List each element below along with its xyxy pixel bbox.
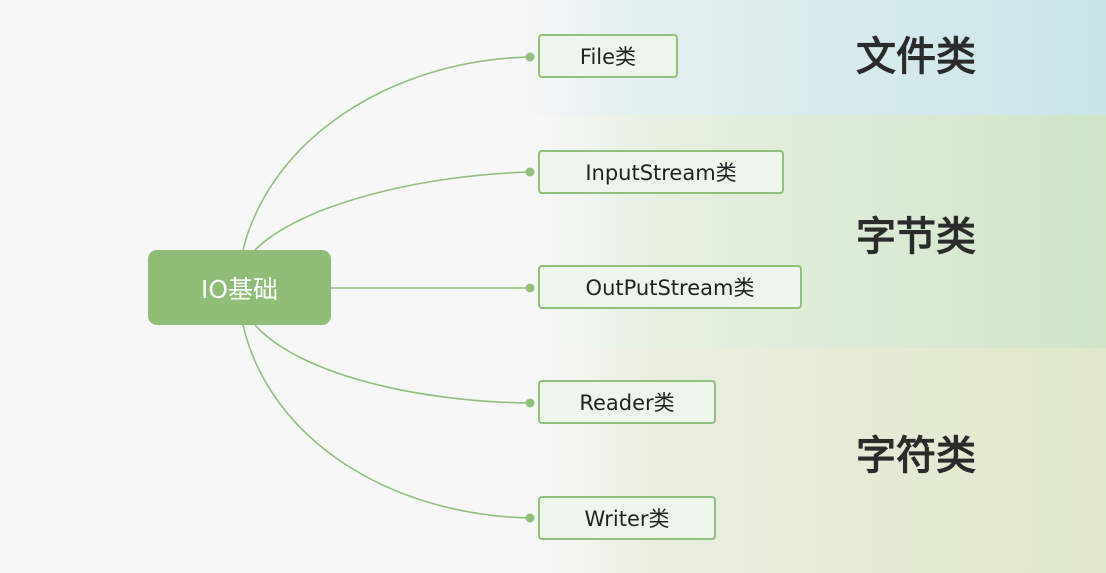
node-reader-class-label: Reader类 bbox=[579, 391, 675, 415]
connector-dot-output bbox=[525, 283, 535, 293]
node-file-class[interactable]: File类 bbox=[538, 34, 678, 78]
node-file-class-label: File类 bbox=[579, 45, 637, 69]
connector-dot-reader bbox=[525, 398, 535, 408]
node-outputstream-class-label: OutPutStream类 bbox=[585, 276, 755, 300]
root-node-label: IO基础 bbox=[200, 274, 279, 304]
root-node[interactable]: IO基础 bbox=[148, 250, 331, 325]
connector-input bbox=[254, 171, 531, 251]
node-reader-class[interactable]: Reader类 bbox=[538, 380, 716, 424]
connector-dot-file bbox=[525, 52, 535, 62]
node-writer-class-label: Writer类 bbox=[584, 507, 670, 531]
connector-dot-input bbox=[525, 167, 535, 177]
category-label-char: 字符类 bbox=[856, 433, 976, 479]
category-label-file: 文件类 bbox=[856, 34, 976, 80]
connector-dot-writer bbox=[525, 513, 535, 523]
connector-writer bbox=[242, 324, 531, 519]
node-inputstream-class-label: InputStream类 bbox=[585, 161, 737, 185]
connector-reader bbox=[254, 324, 531, 404]
node-inputstream-class[interactable]: InputStream类 bbox=[538, 150, 784, 194]
connector-file bbox=[242, 56, 531, 251]
node-outputstream-class[interactable]: OutPutStream类 bbox=[538, 265, 802, 309]
category-label-byte: 字节类 bbox=[856, 214, 976, 260]
node-writer-class[interactable]: Writer类 bbox=[538, 496, 716, 540]
